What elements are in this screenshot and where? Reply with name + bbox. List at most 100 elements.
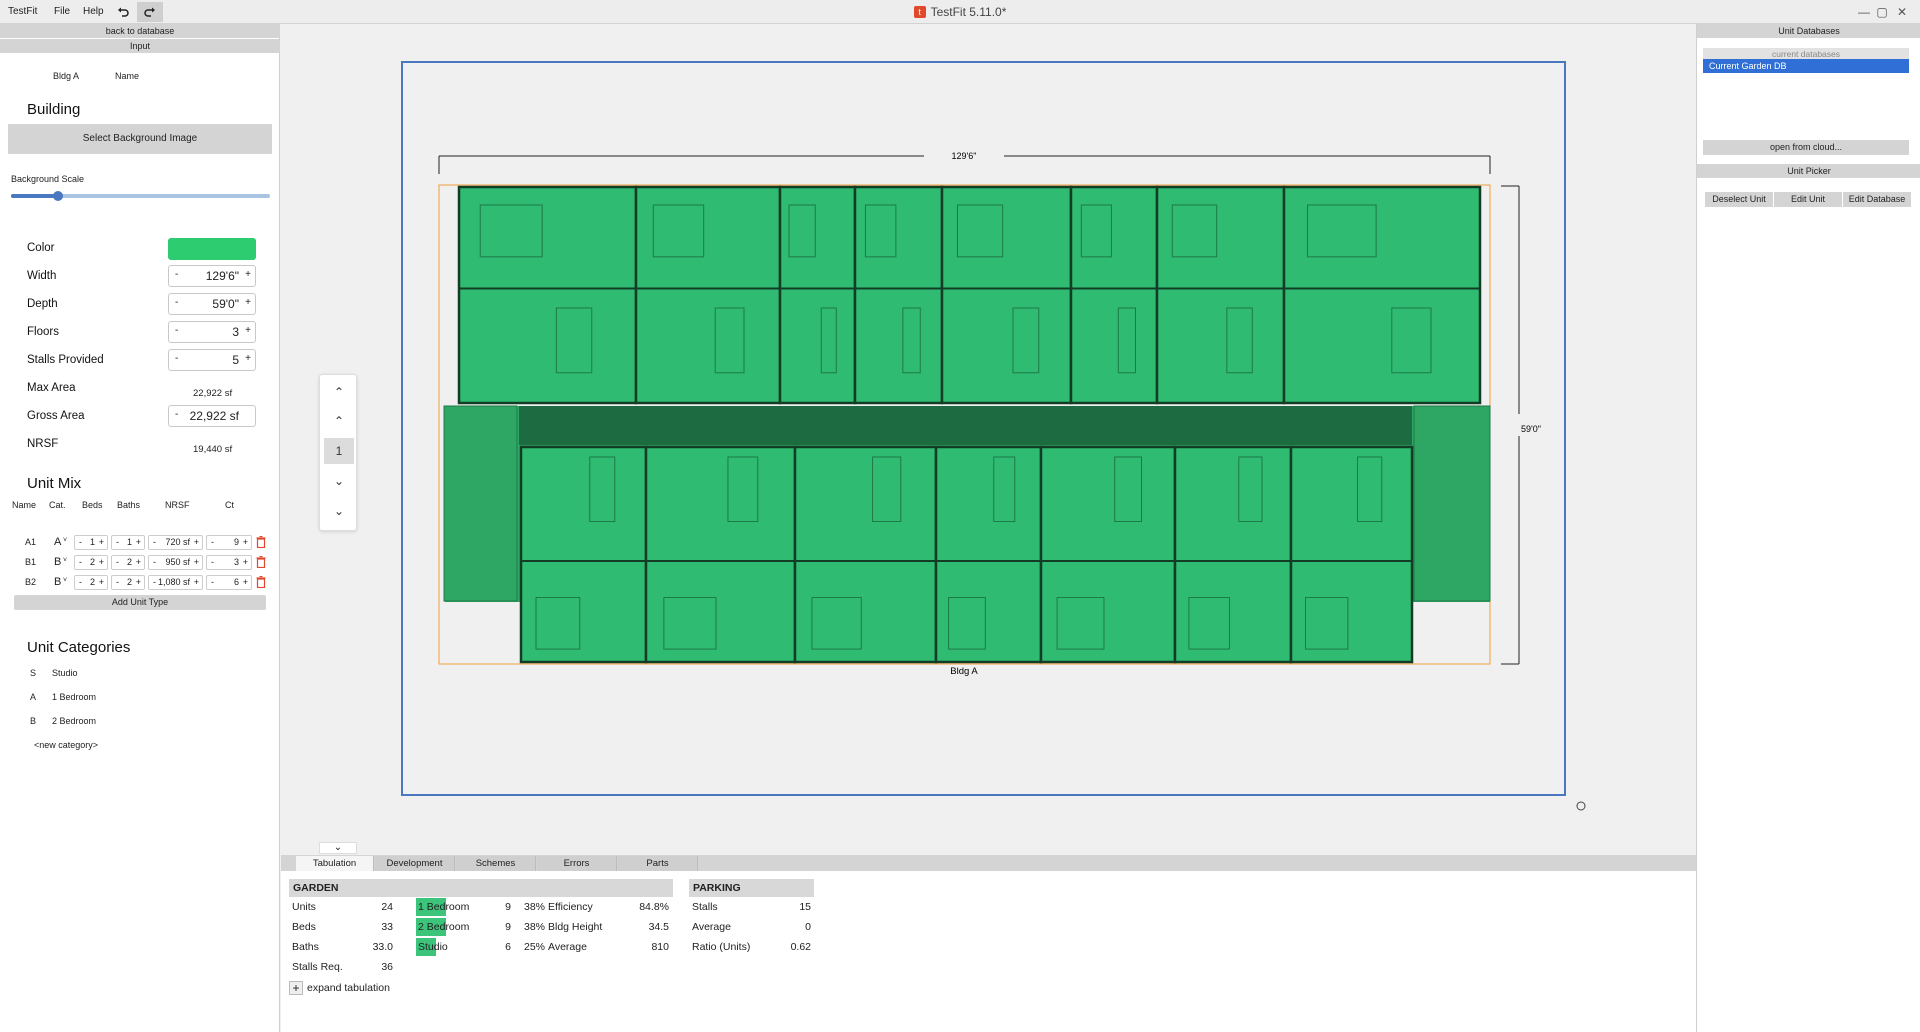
unit-ct-increment[interactable]: + [242, 577, 248, 587]
unit-nrsf-increment[interactable]: + [193, 537, 199, 547]
depth-stepper[interactable]: - 59'0" + [168, 293, 256, 315]
unit-name[interactable]: A1 [25, 537, 37, 547]
tab-tabulation[interactable]: Tabulation [296, 856, 374, 871]
maximize-button[interactable]: ▢ [1874, 4, 1890, 20]
stalls-decrement[interactable]: - [175, 353, 179, 364]
unit-beds-value[interactable]: 2 [89, 577, 95, 587]
depth-value[interactable]: 59'0" [212, 297, 239, 311]
deselect-unit-button[interactable]: Deselect Unit [1705, 192, 1773, 207]
floors-stepper[interactable]: - 3 + [168, 321, 256, 343]
color-swatch[interactable] [168, 238, 256, 260]
unit-baths-stepper[interactable]: -2+ [111, 555, 145, 570]
unit-ct-decrement[interactable]: - [211, 577, 214, 587]
unit-name[interactable]: B2 [25, 577, 37, 587]
edit-unit-button[interactable]: Edit Unit [1774, 192, 1842, 207]
unit-baths-value[interactable]: 2 [126, 577, 132, 587]
unit-baths-decrement[interactable]: - [116, 577, 119, 587]
width-decrement[interactable]: - [175, 269, 179, 280]
unit-beds-value[interactable]: 2 [89, 557, 95, 567]
undo-button[interactable] [110, 2, 136, 22]
unit-beds-increment[interactable]: + [98, 557, 104, 567]
width-stepper[interactable]: - 129'6" + [168, 265, 256, 287]
unit-ct-value[interactable]: 6 [233, 577, 239, 587]
unit-nrsf-increment[interactable]: + [193, 577, 199, 587]
floors-value[interactable]: 3 [232, 325, 239, 339]
width-value[interactable]: 129'6" [205, 269, 239, 283]
unit-nrsf-value[interactable]: 720 sf [165, 537, 190, 547]
unit-baths-value[interactable]: 1 [126, 537, 132, 547]
building-plan[interactable]: 129'6" 59'0" Bldg A [281, 24, 1696, 855]
unit-baths-increment[interactable]: + [135, 577, 141, 587]
add-unit-type-button[interactable]: Add Unit Type [14, 595, 266, 610]
tab-development[interactable]: Development [375, 856, 455, 871]
depth-increment[interactable]: + [245, 297, 251, 308]
unit-category-select[interactable]: A [54, 536, 62, 548]
unit-baths-stepper[interactable]: -2+ [111, 575, 145, 590]
floor-down-button[interactable]: ⌄ [324, 468, 354, 494]
unit-nrsf-decrement[interactable]: - [153, 557, 156, 567]
unit-nrsf-value[interactable]: 1,080 sf [157, 577, 190, 587]
database-list-item-selected[interactable]: Current Garden DB [1703, 59, 1909, 73]
menu-help[interactable]: Help [83, 6, 104, 17]
design-canvas[interactable]: 129'6" 59'0" Bldg A ⌃ ⌃ 1 ⌄ ⌄ ⌄ [281, 24, 1696, 855]
unit-ct-increment[interactable]: + [242, 537, 248, 547]
unit-beds-increment[interactable]: + [98, 577, 104, 587]
unit-nrsf-value[interactable]: 950 sf [165, 557, 190, 567]
delete-unit-button[interactable] [256, 575, 266, 589]
minimize-button[interactable]: — [1856, 4, 1872, 20]
close-button[interactable]: ✕ [1894, 4, 1910, 20]
tab-parts[interactable]: Parts [618, 856, 698, 871]
category-name[interactable]: 1 Bedroom [52, 692, 97, 702]
open-from-cloud-button[interactable]: open from cloud... [1703, 140, 1909, 155]
unit-nrsf-stepper[interactable]: -720 sf+ [148, 535, 203, 550]
unit-nrsf-stepper[interactable]: -950 sf+ [148, 555, 203, 570]
unit-baths-stepper[interactable]: -1+ [111, 535, 145, 550]
unit-beds-decrement[interactable]: - [79, 577, 82, 587]
unit-category-select[interactable]: B [54, 556, 62, 568]
collapse-bottom-panel-button[interactable]: ⌄ [319, 842, 357, 854]
tab-errors[interactable]: Errors [537, 856, 617, 871]
site-frame[interactable] [401, 61, 1566, 796]
gross-area-decrement[interactable]: - [175, 409, 179, 420]
stalls-increment[interactable]: + [245, 353, 251, 364]
delete-unit-button[interactable] [256, 555, 266, 569]
unit-beds-increment[interactable]: + [98, 537, 104, 547]
chevron-down-icon[interactable]: ˅ [63, 577, 68, 584]
unit-beds-stepper[interactable]: -2+ [74, 575, 108, 590]
unit-beds-decrement[interactable]: - [79, 557, 82, 567]
stalls-value[interactable]: 5 [232, 353, 239, 367]
unit-ct-stepper[interactable]: -9+ [206, 535, 252, 550]
background-scale-handle[interactable] [53, 191, 63, 201]
background-scale-slider[interactable] [11, 191, 270, 201]
unit-nrsf-increment[interactable]: + [193, 557, 199, 567]
unit-beds-stepper[interactable]: -1+ [74, 535, 108, 550]
chevron-down-icon[interactable]: ˅ [63, 557, 68, 564]
unit-baths-increment[interactable]: + [135, 537, 141, 547]
back-to-database-button[interactable]: back to database [0, 24, 280, 38]
chevron-down-icon[interactable]: ˅ [63, 537, 68, 544]
floor-bottom-button[interactable]: ⌄ [324, 498, 354, 524]
unit-baths-value[interactable]: 2 [126, 557, 132, 567]
expand-tabulation-button[interactable]: + [289, 981, 303, 995]
delete-unit-button[interactable] [256, 535, 266, 549]
category-name[interactable]: 2 Bedroom [52, 716, 97, 726]
menu-testfit[interactable]: TestFit [8, 6, 38, 17]
edit-database-button[interactable]: Edit Database [1843, 192, 1911, 207]
floor-up-button[interactable]: ⌃ [324, 408, 354, 434]
expand-tabulation-label[interactable]: expand tabulation [307, 982, 390, 994]
unit-category-select[interactable]: B [54, 576, 62, 588]
stalls-provided-stepper[interactable]: - 5 + [168, 349, 256, 371]
unit-ct-stepper[interactable]: -3+ [206, 555, 252, 570]
width-increment[interactable]: + [245, 269, 251, 280]
menu-file[interactable]: File [54, 6, 71, 17]
building-name-value[interactable]: Bldg A [53, 71, 80, 81]
unit-nrsf-decrement[interactable]: - [153, 537, 156, 547]
unit-baths-increment[interactable]: + [135, 557, 141, 567]
unit-baths-decrement[interactable]: - [116, 557, 119, 567]
unit-ct-value[interactable]: 9 [233, 537, 239, 547]
gross-area-value[interactable]: 22,922 sf [189, 409, 239, 423]
resize-handle-icon[interactable] [1576, 801, 1586, 811]
category-name[interactable]: Studio [52, 668, 78, 678]
unit-beds-decrement[interactable]: - [79, 537, 82, 547]
gross-area-field[interactable]: - 22,922 sf [168, 405, 256, 427]
